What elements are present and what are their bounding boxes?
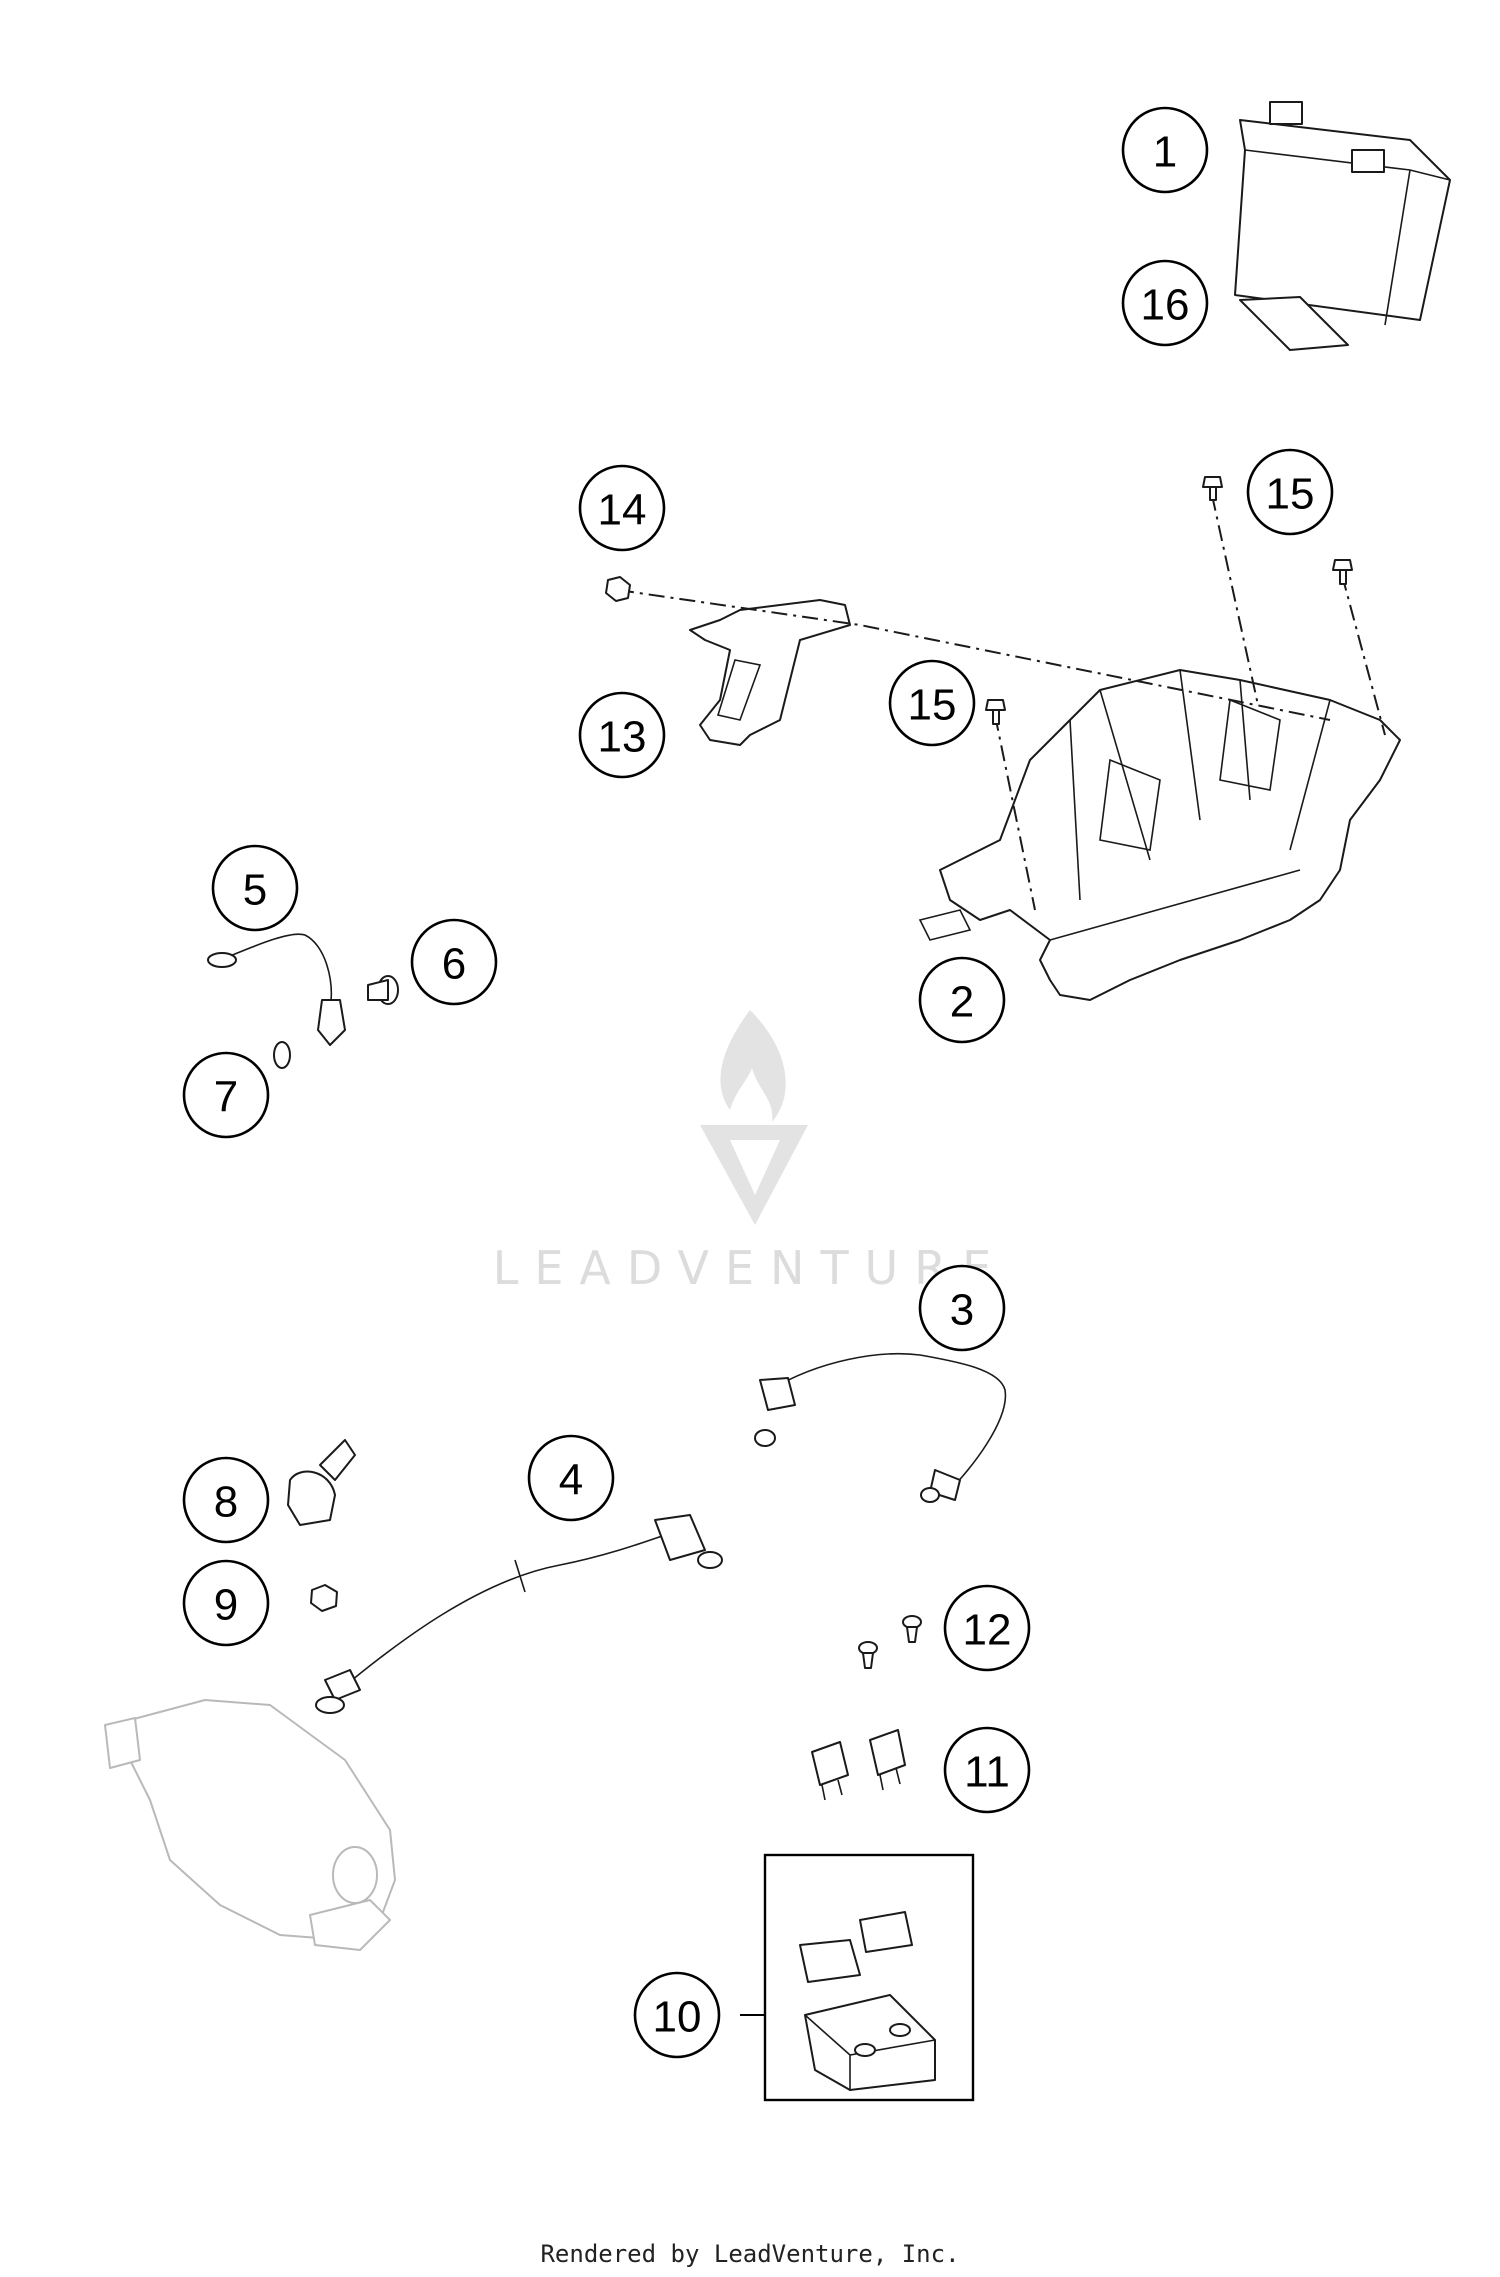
callout-label: 7 — [214, 1073, 238, 1122]
callout-3[interactable]: 3 — [918, 1264, 1006, 1352]
leadventure-watermark-logo: LEADVENTURE — [493, 1010, 1008, 1295]
callout-label: 2 — [950, 978, 974, 1027]
callout-label: 10 — [653, 1993, 702, 2042]
callout-label: 13 — [598, 713, 647, 762]
ground-cable-part[interactable] — [207, 933, 346, 1046]
callout-label: 14 — [598, 486, 647, 535]
assembly-leader-lines — [617, 494, 1386, 911]
fuse-box-screw-part[interactable] — [858, 1615, 922, 1669]
battery-part[interactable] — [1234, 101, 1451, 326]
callout-label: 1 — [1153, 128, 1177, 177]
callout-2[interactable]: 2 — [918, 956, 1006, 1044]
callout-11[interactable]: 11 — [943, 1726, 1031, 1814]
callout-13[interactable]: 13 — [578, 691, 666, 779]
screw-part[interactable] — [985, 476, 1353, 725]
callout-label: 15 — [1266, 470, 1315, 519]
fuse-part[interactable] — [811, 1729, 906, 1801]
callout-label: 9 — [214, 1581, 238, 1630]
callout-1[interactable]: 1 — [1121, 106, 1209, 194]
terminal-cover-part[interactable] — [287, 1439, 356, 1526]
callout-7[interactable]: 7 — [182, 1051, 270, 1139]
hex-nut-part[interactable] — [310, 1584, 338, 1612]
callout-12[interactable]: 12 — [943, 1584, 1031, 1672]
battery-pad-part[interactable] — [1239, 296, 1349, 351]
render-credit: Rendered by LeadVenture, Inc. — [540, 2240, 960, 2268]
nut-part[interactable] — [605, 576, 631, 602]
callout-8[interactable]: 8 — [182, 1456, 270, 1544]
starter-relay-kit-part[interactable] — [740, 1853, 975, 2102]
callout-label: 3 — [950, 1286, 974, 1335]
callout-label: 16 — [1141, 281, 1190, 330]
callout-15-left[interactable]: 15 — [888, 659, 976, 747]
callout-label: 6 — [442, 940, 466, 989]
callout-4[interactable]: 4 — [527, 1434, 615, 1522]
bolt-part[interactable] — [367, 975, 399, 1005]
watermark-text: LEADVENTURE — [493, 1241, 1008, 1295]
callout-5[interactable]: 5 — [211, 844, 299, 932]
starter-motor-reference — [104, 1699, 396, 1951]
callout-6[interactable]: 6 — [410, 918, 498, 1006]
battery-cable-part[interactable] — [754, 1352, 1007, 1503]
starter-cable-part[interactable] — [315, 1514, 723, 1714]
callout-label: 4 — [559, 1456, 583, 1505]
lock-washer-part[interactable] — [273, 1041, 291, 1069]
callout-16[interactable]: 16 — [1121, 259, 1209, 347]
callout-label: 15 — [908, 681, 957, 730]
callout-label: 11 — [964, 1748, 1010, 1797]
callout-10[interactable]: 10 — [633, 1971, 721, 2059]
callout-15-top[interactable]: 15 — [1246, 448, 1334, 536]
callout-14[interactable]: 14 — [578, 464, 666, 552]
bracket-part[interactable] — [689, 599, 851, 746]
callout-label: 5 — [243, 866, 267, 915]
callout-label: 8 — [214, 1478, 238, 1527]
callout-label: 12 — [963, 1606, 1012, 1655]
callout-9[interactable]: 9 — [182, 1559, 270, 1647]
battery-holder-part[interactable] — [918, 669, 1401, 1001]
